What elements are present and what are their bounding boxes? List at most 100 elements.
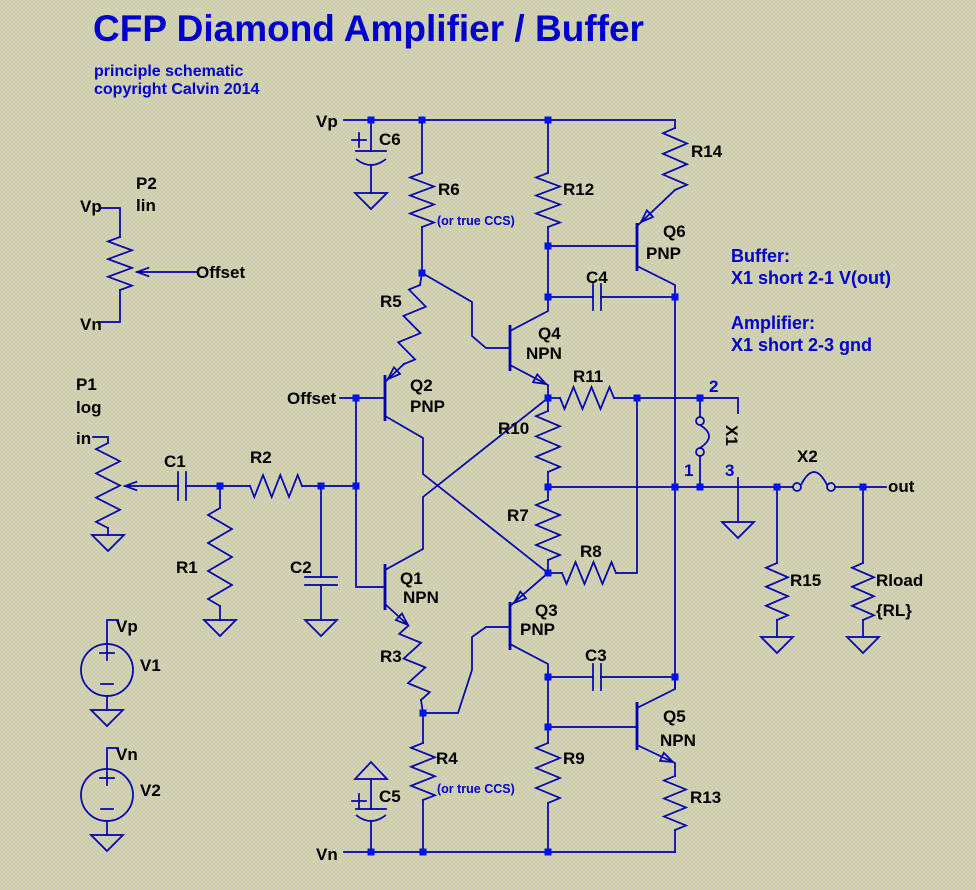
resistor-symbol [397, 624, 432, 702]
ground-icon [719, 521, 757, 540]
resistor-symbol [849, 561, 877, 622]
label-ref-r8: R8 [580, 542, 602, 561]
wire-segment [106, 747, 119, 770]
label-ref-q2: Q2 [410, 376, 433, 395]
ground-icon [89, 534, 127, 553]
wire-segment [508, 642, 549, 678]
resistor-symbol [660, 126, 690, 192]
label-ref-v1: V1 [140, 656, 161, 675]
junction-dot [367, 848, 375, 856]
label-ref-r3: R3 [380, 647, 402, 666]
wire-segment [92, 436, 109, 444]
arrow-icon [639, 208, 655, 224]
arrow-icon [386, 365, 402, 381]
label-q1-type: NPN [403, 588, 439, 607]
wire-segment [106, 619, 119, 645]
label-note-buffer-detail: X1 short 2-1 V(out) [731, 268, 891, 288]
ground-icon [88, 834, 126, 853]
wire-segment [355, 397, 386, 588]
resistor-symbol [763, 561, 791, 622]
junction-dot [671, 673, 679, 681]
label-ref-r13: R13 [690, 788, 721, 807]
capacitor-plate [355, 814, 387, 822]
resistor-symbol [206, 506, 234, 608]
wire-segment [383, 396, 550, 572]
label-net-offset-q2: Offset [287, 389, 336, 408]
jumper-link-x1 [699, 424, 710, 449]
arrow-icon [531, 372, 549, 386]
junction-dot [419, 848, 427, 856]
resistor-symbols [94, 126, 877, 832]
resistor-symbol [533, 741, 563, 805]
jumper-pin [695, 416, 705, 426]
arrow-icon [512, 590, 528, 605]
junction-dot [544, 483, 552, 491]
ground-icon [302, 619, 340, 638]
arrow-icon [122, 480, 138, 492]
junction-dot [544, 848, 552, 856]
label-ref-q6: Q6 [663, 222, 686, 241]
jumper-pin [792, 482, 802, 492]
wire-segment [636, 397, 739, 414]
label-ref-r7: R7 [507, 506, 529, 525]
label-ref-p2: P2 [136, 174, 157, 193]
resistor-symbol [407, 171, 437, 229]
jumper-pin [695, 447, 705, 457]
label-p1-taper: log [76, 398, 102, 417]
label-subtitle-1: principle schematic [94, 63, 243, 80]
junction-dot [544, 242, 552, 250]
arrow-icon [134, 266, 150, 278]
label-note-ccs-top: (or true CCS) [437, 214, 515, 228]
junction-dot [859, 483, 867, 491]
label-ref-r4: R4 [436, 749, 458, 768]
wire-segment [422, 626, 511, 714]
label-x1-pin2: 2 [709, 377, 718, 396]
label-ref-r1: R1 [176, 558, 198, 577]
label-q6-type: PNP [646, 244, 681, 263]
wire-segment [635, 188, 677, 228]
junction-dot [544, 723, 552, 731]
label-ref-r11: R11 [573, 367, 603, 386]
ground-icon [88, 709, 126, 728]
junction-dot [352, 394, 360, 402]
junction-dot [633, 394, 641, 402]
label-ref-x2: X2 [797, 447, 818, 466]
label-ref-c5: C5 [379, 787, 401, 806]
label-net-vn-rail: Vn [316, 845, 338, 864]
wire-segment [508, 296, 549, 333]
wire-segment [99, 207, 121, 238]
wire-segment [615, 397, 638, 574]
wire-segment [508, 363, 549, 399]
resistor-symbol [94, 441, 122, 530]
circuit-wires [92, 119, 887, 853]
label-x1-pin3: 3 [725, 461, 734, 480]
junction-dot [216, 482, 224, 490]
label-net-vp-rail: Vp [316, 112, 338, 131]
junction-dot [544, 569, 552, 577]
wire-segment [383, 602, 410, 627]
label-net-in: in [76, 429, 91, 448]
label-ref-r2: R2 [250, 448, 272, 467]
wire-segment [99, 289, 121, 323]
ground-icon [758, 636, 796, 655]
label-ref-r6: R6 [438, 180, 460, 199]
resistor-symbol [105, 235, 135, 292]
ground-icon [352, 192, 390, 211]
label-net-vp-v1: Vp [116, 617, 138, 636]
voltage-source-circle [80, 768, 134, 822]
resistor-symbol [408, 741, 438, 802]
junction-dot [544, 293, 552, 301]
label-ref-r5: R5 [380, 292, 402, 311]
label-ref-v2: V2 [140, 781, 161, 800]
junction-dot [671, 293, 679, 301]
label-ref-c6: C6 [379, 130, 401, 149]
label-ref-c1: C1 [164, 452, 186, 471]
label-ref-c4: C4 [586, 268, 608, 287]
wire-segment [383, 414, 550, 575]
junction-dot [773, 483, 781, 491]
label-q4-type: NPN [526, 344, 562, 363]
component-symbols [80, 132, 882, 853]
junction-dot [418, 269, 426, 277]
